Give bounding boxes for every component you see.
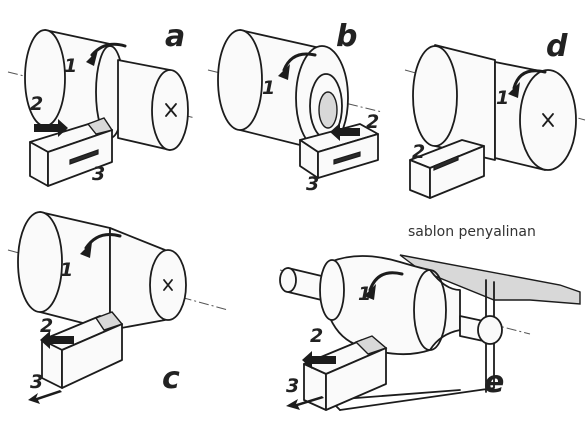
panel-b-feed-arrow (330, 123, 360, 141)
panel-d-rotation-arrowhead (508, 82, 520, 98)
panel-a-label-2: 2 (30, 93, 43, 115)
panel-e-left-stub-face (279, 267, 297, 293)
panel-c-rotation-arrowhead (80, 242, 92, 258)
panel-a-label-1: 1 (64, 55, 77, 77)
panel-e-letter: e (484, 365, 504, 400)
panel-c-letter: c (162, 361, 180, 396)
panel-c-tool-tip (94, 311, 124, 331)
panel-b-axis (207, 69, 383, 113)
panel-c-rotation-arc (84, 233, 122, 250)
panel-c-tool-side (61, 323, 123, 389)
panel-e (279, 254, 581, 411)
panel-d-tool-side (429, 145, 485, 199)
panel-a-label-3: 3 (92, 163, 105, 185)
panel-b-rotation-arc (282, 52, 317, 72)
panel-a-feed-arrow (34, 119, 68, 137)
panel-b-label-3: 3 (306, 173, 319, 195)
panel-d-label-2: 2 (412, 141, 425, 163)
panel-e-template-caption: sablon penyalinan (408, 224, 536, 240)
panel-b-label-2: 2 (366, 111, 379, 133)
panel-a-letter: a (165, 19, 185, 54)
panel-b-back-face (217, 29, 263, 131)
panel-a-rotation-arc (90, 42, 127, 57)
panel-e-label-1: 1 (358, 283, 371, 305)
panel-e-motion-arrow (286, 396, 324, 410)
panel-e-feed-arrow (302, 351, 336, 369)
panel-e-tool-side (325, 347, 387, 411)
panel-b-bore-inner (318, 91, 338, 129)
panel-e-rotation-arrowhead (364, 284, 376, 300)
panel-e-label-3: 3 (286, 375, 299, 397)
panel-a-tool-feed-marks (69, 149, 99, 165)
panel-b-label-1: 1 (262, 77, 275, 99)
panel-e-body-bulge (413, 269, 447, 351)
panel-d-label-1: 1 (496, 87, 509, 109)
panel-b-rotation-arrowhead (278, 64, 290, 80)
panel-a-rotation-arrowhead (86, 50, 98, 66)
panel-c-feed-arrow (40, 331, 74, 349)
panel-d (404, 44, 586, 199)
panel-c-motion-arrow (28, 390, 62, 404)
panel-e-rotation-arc (368, 271, 404, 292)
panel-a-center-mark (165, 103, 177, 117)
panel-e-right-end (477, 315, 503, 345)
panel-d-letter: d (546, 29, 568, 64)
panel-d-center-mark (542, 113, 554, 127)
panel-e-label-2: 2 (310, 325, 323, 347)
panel-a (7, 29, 196, 187)
panel-c-label-2: 2 (40, 315, 53, 337)
panel-b-letter: b (336, 19, 357, 54)
panel-c-center-mark (163, 279, 173, 291)
panel-b (207, 29, 383, 179)
panel-b-tool-feed-marks (333, 151, 361, 165)
panel-c (7, 211, 229, 404)
panel-d-tool-feed-marks (433, 155, 459, 171)
panel-d-back-face (412, 45, 458, 147)
panel-e-tool-tip (354, 335, 388, 355)
panel-c-back-face (17, 211, 63, 313)
panel-a-tool-tip (86, 117, 114, 135)
panel-c-label-1: 1 (60, 259, 73, 281)
panel-c-label-3: 3 (30, 371, 43, 393)
panel-e-body-face (319, 259, 345, 321)
panel-d-rotation-arc (512, 69, 547, 90)
